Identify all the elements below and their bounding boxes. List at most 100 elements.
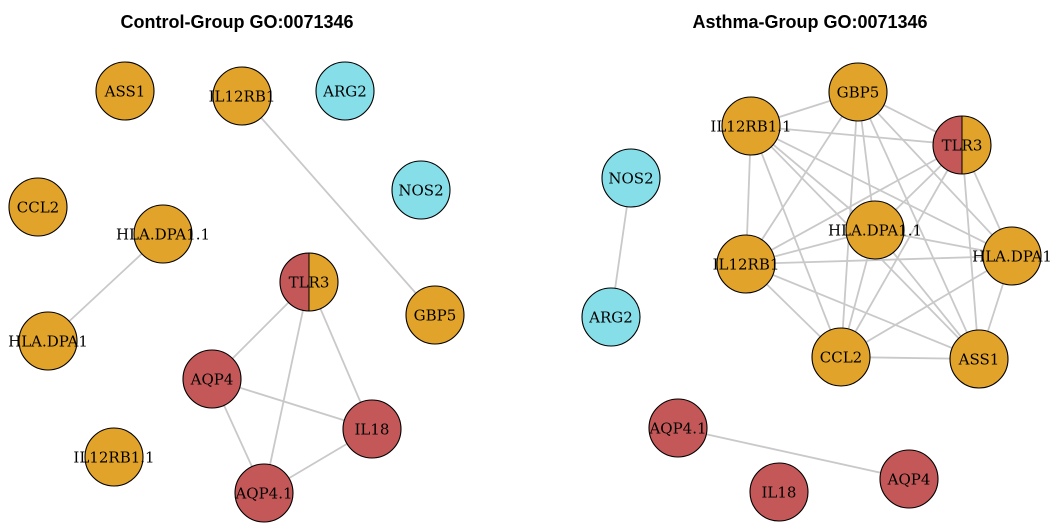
- node-control-CCL2: CCL2: [8, 177, 68, 237]
- node-asthma-NOS2: NOS2: [601, 148, 661, 208]
- node-control-ASS1: ASS1: [95, 61, 155, 121]
- node-label-HLA.DPA1.1: HLA.DPA1.1: [116, 225, 210, 243]
- node-circle: [133, 204, 193, 264]
- node-half-right: [309, 253, 338, 311]
- node-circle: [182, 349, 242, 409]
- node-circle: [234, 463, 294, 523]
- edge-asthma-IL12RB1.1-TLR3: [750, 125, 963, 146]
- node-control-TLR3: TLR3: [279, 252, 339, 312]
- edge-asthma-IL12RB1.1-CCL2: [750, 125, 842, 358]
- node-circle: [18, 311, 78, 371]
- panel-title-asthma: Asthma-Group GO:0071346: [692, 12, 927, 32]
- edge-asthma-HLA.DPA1-CCL2: [840, 255, 1013, 358]
- node-label-IL12RB1.1: IL12RB1.1: [73, 448, 154, 466]
- node-label-HLA.DPA1.1: HLA.DPA1.1: [828, 221, 922, 239]
- node-label-CCL2: CCL2: [17, 198, 59, 216]
- node-circle: [581, 287, 641, 347]
- node-label-NOS2: NOS2: [398, 181, 443, 199]
- node-circle: [721, 96, 781, 156]
- node-label-IL18: IL18: [355, 420, 390, 438]
- node-asthma-AQP4: AQP4: [879, 449, 939, 509]
- node-half-left: [280, 253, 309, 311]
- node-circle: [405, 285, 465, 345]
- node-circle: [811, 327, 871, 387]
- node-label-TLR3: TLR3: [289, 273, 330, 291]
- node-circle: [716, 234, 776, 294]
- edges-layer: [47, 91, 1013, 494]
- edge-asthma-TLR3-ASS1: [961, 144, 980, 360]
- node-circle: [749, 462, 809, 522]
- panel-title-control: Control-Group GO:0071346: [120, 12, 353, 32]
- node-circle: [342, 399, 402, 459]
- node-label-TLR3: TLR3: [942, 136, 983, 154]
- edge-asthma-AQP4.1-AQP4: [677, 427, 910, 480]
- node-asthma-HLA.DPA1: HLA.DPA1: [972, 226, 1052, 286]
- node-control-IL12RB1: IL12RB1: [209, 66, 276, 126]
- node-half-right: [962, 116, 991, 174]
- node-label-CCL2: CCL2: [820, 348, 862, 366]
- node-circle: [949, 329, 1009, 389]
- edge-asthma-GBP5-ASS1: [857, 91, 980, 360]
- node-asthma-IL12RB1.1: IL12RB1.1: [710, 96, 792, 156]
- node-label-ASS1: ASS1: [104, 82, 146, 100]
- edge-control-IL12RB1-GBP5: [241, 95, 436, 316]
- node-control-HLA.DPA1: HLA.DPA1: [8, 311, 88, 371]
- edge-control-TLR3-AQP4.1: [263, 281, 310, 494]
- node-control-IL12RB1.1: IL12RB1.1: [73, 427, 155, 487]
- node-asthma-GBP5: GBP5: [828, 62, 888, 122]
- node-circle: [648, 398, 708, 458]
- node-circle: [879, 449, 939, 509]
- node-circle: [601, 148, 661, 208]
- node-circle: [212, 66, 272, 126]
- node-label-ASS1: ASS1: [958, 350, 1000, 368]
- node-label-AQP4.1: AQP4.1: [648, 419, 706, 437]
- node-label-AQP4: AQP4: [887, 470, 931, 488]
- node-outline: [932, 115, 992, 175]
- node-label-HLA.DPA1: HLA.DPA1: [972, 247, 1052, 265]
- node-label-ARG2: ARG2: [588, 308, 633, 326]
- node-control-GBP5: GBP5: [405, 285, 465, 345]
- node-circle: [845, 200, 905, 260]
- edge-asthma-GBP5-HLA.DPA1: [857, 91, 1013, 257]
- node-label-HLA.DPA1: HLA.DPA1: [8, 332, 88, 350]
- node-label-IL12RB1.1: IL12RB1.1: [710, 117, 791, 135]
- node-asthma-AQP4.1: AQP4.1: [648, 398, 708, 458]
- node-asthma-IL12RB1: IL12RB1: [713, 234, 780, 294]
- node-asthma-ARG2: ARG2: [581, 287, 641, 347]
- node-asthma-HLA.DPA1.1: HLA.DPA1.1: [828, 200, 922, 260]
- node-control-ARG2: ARG2: [315, 61, 375, 121]
- node-control-NOS2: NOS2: [391, 160, 451, 220]
- node-control-HLA.DPA1.1: HLA.DPA1.1: [116, 204, 210, 264]
- node-control-AQP4: AQP4: [182, 349, 242, 409]
- node-circle: [315, 61, 375, 121]
- edge-asthma-TLR3-IL12RB1: [745, 144, 963, 265]
- node-label-NOS2: NOS2: [608, 169, 653, 187]
- edge-asthma-TLR3-CCL2: [840, 144, 963, 358]
- node-label-ARG2: ARG2: [322, 82, 367, 100]
- node-asthma-CCL2: CCL2: [811, 327, 871, 387]
- node-circle: [8, 177, 68, 237]
- node-label-IL12RB1: IL12RB1: [713, 255, 780, 273]
- node-asthma-ASS1: ASS1: [949, 329, 1009, 389]
- node-control-IL18: IL18: [342, 399, 402, 459]
- node-label-AQP4: AQP4: [190, 370, 234, 388]
- node-circle: [982, 226, 1042, 286]
- node-label-GBP5: GBP5: [414, 306, 457, 324]
- node-label-IL18: IL18: [762, 483, 797, 501]
- node-label-AQP4.1: AQP4.1: [234, 484, 292, 502]
- edge-asthma-IL12RB1-ASS1: [745, 263, 980, 360]
- node-label-GBP5: GBP5: [837, 83, 880, 101]
- node-circle: [95, 61, 155, 121]
- node-circle: [84, 427, 144, 487]
- node-asthma-TLR3: TLR3: [932, 115, 992, 175]
- node-circle: [828, 62, 888, 122]
- edge-asthma-HLA.DPA1-IL12RB1: [745, 255, 1013, 265]
- node-circle: [391, 160, 451, 220]
- node-control-AQP4.1: AQP4.1: [234, 463, 294, 523]
- node-label-IL12RB1: IL12RB1: [209, 87, 276, 105]
- node-asthma-IL18: IL18: [749, 462, 809, 522]
- node-outline: [279, 252, 339, 312]
